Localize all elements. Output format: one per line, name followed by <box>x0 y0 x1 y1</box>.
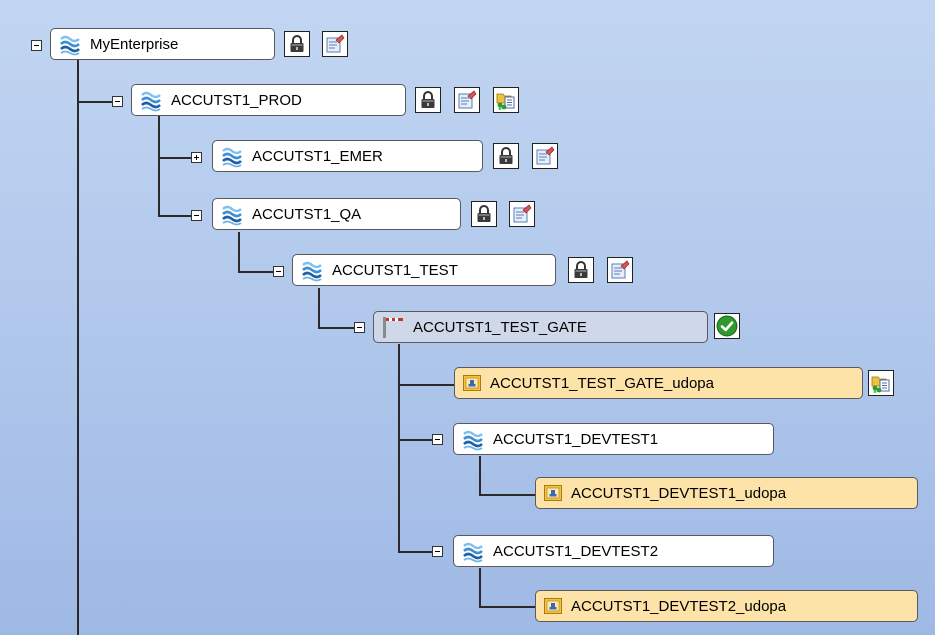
collapse-toggle-devtest1[interactable] <box>432 434 443 445</box>
tree-node-myenterprise[interactable]: MyEnterprise <box>50 28 275 60</box>
connector-line <box>479 606 535 608</box>
connector-line <box>398 551 432 553</box>
deployment-button[interactable] <box>493 87 519 113</box>
connector-line <box>238 232 240 273</box>
connector-line <box>158 157 191 159</box>
lock-icon <box>287 34 307 54</box>
approved-status-button[interactable] <box>714 313 740 339</box>
environment-wave-icon <box>220 202 244 226</box>
gate-barrier-icon <box>381 315 405 339</box>
tree-node-devtest2-udopa[interactable]: ACCUTST1_DEVTEST2_udopa <box>535 590 918 622</box>
properties-icon <box>512 204 532 224</box>
connector-line <box>398 344 400 553</box>
environment-wave-icon <box>220 144 244 168</box>
expand-toggle-emer[interactable] <box>191 152 202 163</box>
node-label: ACCUTST1_PROD <box>171 91 302 109</box>
lock-icon <box>474 204 494 224</box>
collapse-toggle-test[interactable] <box>273 266 284 277</box>
connector-line <box>158 116 160 217</box>
properties-icon <box>457 90 477 110</box>
collapse-toggle-prod[interactable] <box>112 96 123 107</box>
collapse-toggle-myenterprise[interactable] <box>31 40 42 51</box>
deployment-button[interactable] <box>868 370 894 396</box>
node-label: MyEnterprise <box>90 35 179 53</box>
lock-button[interactable] <box>415 87 441 113</box>
tree-node-devtest1[interactable]: ACCUTST1_DEVTEST1 <box>453 423 774 455</box>
environment-wave-icon <box>300 258 324 282</box>
node-label: ACCUTST1_DEVTEST2 <box>493 542 659 560</box>
approved-check-icon <box>716 315 738 337</box>
properties-button[interactable] <box>607 257 633 283</box>
tree-node-test[interactable]: ACCUTST1_TEST <box>292 254 556 286</box>
connector-line <box>398 439 432 441</box>
properties-button[interactable] <box>322 31 348 57</box>
node-label: ACCUTST1_QA <box>252 205 362 223</box>
lock-button[interactable] <box>493 143 519 169</box>
connector-line <box>158 215 191 217</box>
deployment-icon <box>496 90 516 110</box>
node-label: ACCUTST1_DEVTEST2_udopa <box>571 597 787 615</box>
package-folder-icon <box>462 373 482 393</box>
lock-button[interactable] <box>471 201 497 227</box>
connector-line <box>77 60 79 635</box>
lock-button[interactable] <box>568 257 594 283</box>
connector-line <box>318 288 320 329</box>
tree-node-qa[interactable]: ACCUTST1_QA <box>212 198 461 230</box>
node-label: ACCUTST1_DEVTEST1 <box>493 430 659 448</box>
connector-line <box>318 327 354 329</box>
connector-line <box>479 456 481 496</box>
tree-node-test-gate-udopa[interactable]: ACCUTST1_TEST_GATE_udopa <box>454 367 863 399</box>
properties-icon <box>535 146 555 166</box>
lock-icon <box>418 90 438 110</box>
environment-wave-icon <box>461 427 485 451</box>
properties-icon <box>325 34 345 54</box>
lock-button[interactable] <box>284 31 310 57</box>
package-folder-icon <box>543 596 563 616</box>
tree-node-emer[interactable]: ACCUTST1_EMER <box>212 140 483 172</box>
environment-wave-icon <box>461 539 485 563</box>
node-label: ACCUTST1_TEST_GATE <box>413 318 587 336</box>
properties-button[interactable] <box>509 201 535 227</box>
tree-node-devtest2[interactable]: ACCUTST1_DEVTEST2 <box>453 535 774 567</box>
environment-wave-icon <box>58 32 82 56</box>
lock-icon <box>571 260 591 280</box>
collapse-toggle-devtest2[interactable] <box>432 546 443 557</box>
properties-button[interactable] <box>454 87 480 113</box>
properties-button[interactable] <box>532 143 558 169</box>
deployment-icon <box>871 373 891 393</box>
lock-icon <box>496 146 516 166</box>
connector-line <box>479 568 481 608</box>
node-label: ACCUTST1_TEST_GATE_udopa <box>490 374 714 392</box>
environment-wave-icon <box>139 88 163 112</box>
package-folder-icon <box>543 483 563 503</box>
collapse-toggle-test-gate[interactable] <box>354 322 365 333</box>
node-label: ACCUTST1_TEST <box>332 261 458 279</box>
connector-line <box>398 384 454 386</box>
connector-line <box>238 271 273 273</box>
tree-node-test-gate[interactable]: ACCUTST1_TEST_GATE <box>373 311 708 343</box>
node-label: ACCUTST1_EMER <box>252 147 383 165</box>
tree-node-prod[interactable]: ACCUTST1_PROD <box>131 84 406 116</box>
connector-line <box>77 101 112 103</box>
collapse-toggle-qa[interactable] <box>191 210 202 221</box>
node-label: ACCUTST1_DEVTEST1_udopa <box>571 484 787 502</box>
properties-icon <box>610 260 630 280</box>
connector-line <box>479 494 535 496</box>
tree-node-devtest1-udopa[interactable]: ACCUTST1_DEVTEST1_udopa <box>535 477 918 509</box>
